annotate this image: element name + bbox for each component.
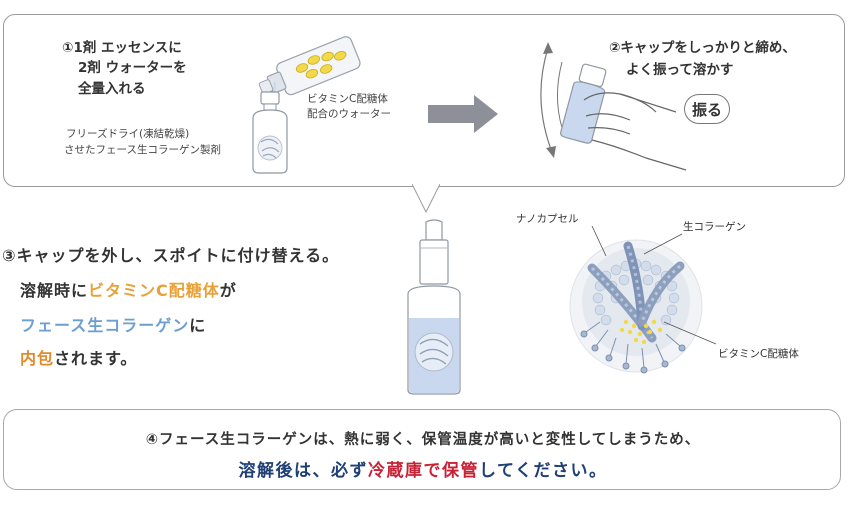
step3-instruction-line1: ③キャップを外し、スポイトに付け替える。 <box>2 246 340 265</box>
step3-line2-suffix: が <box>219 281 237 300</box>
step2-instruction-line2: よく振って溶かす <box>626 62 734 78</box>
step2-instruction-line1: ②キャップをしっかりと締め、 <box>609 40 796 56</box>
freeze-dried-note-line1: フリーズドライ(凍結乾燥) <box>66 128 190 140</box>
callout-tail <box>412 184 440 214</box>
step3-line4-suffix: されます。 <box>54 349 138 368</box>
freeze-dried-note-line2: させたフェース生コラーゲン製剤 <box>64 144 221 156</box>
step4-line2-suffix: してください。 <box>479 461 608 481</box>
step4-instruction-line2: 溶解後は、必ず冷蔵庫で保管してください。 <box>0 456 846 481</box>
step3-instruction-line2: 溶解時にビタミンC配糖体が <box>20 280 237 302</box>
step1-instruction-line2: 2剤 ウォーターを <box>78 60 187 76</box>
right-arrow-icon <box>428 95 498 133</box>
step3-instruction-line4: 内包されます。 <box>20 348 137 370</box>
water-label-line2: 配合のウォーター <box>307 108 391 120</box>
dropper-bottle-illustration <box>407 219 461 395</box>
nanocapsule-diagram <box>569 226 717 374</box>
step1-instruction-line3: 全量入れる <box>78 81 146 97</box>
step1-instruction-line1: ①1剤 エッセンスに <box>62 40 182 56</box>
step3-instruction-line3: フェース生コラーゲンに <box>20 315 206 337</box>
nanocapsule-label: ナノカプセル <box>516 213 579 225</box>
collagen-highlight: フェース生コラーゲン <box>20 316 190 335</box>
shake-button[interactable]: 振る <box>684 94 730 124</box>
vitamin-c-label: ビタミンC配糖体 <box>718 348 799 360</box>
encapsulation-highlight: 内包 <box>20 349 55 368</box>
shaking-illustration <box>540 42 687 171</box>
vitamin-c-highlight: ビタミンC配糖体 <box>88 281 220 300</box>
collagen-label: 生コラーゲン <box>683 221 746 233</box>
water-label-line1: ビタミンC配糖体 <box>307 93 388 105</box>
step4-line2-prefix: 溶解後は、必ず <box>238 461 368 481</box>
step3-line3-suffix: に <box>189 316 207 335</box>
step3-line2-prefix: 溶解時に <box>20 281 89 300</box>
refrigerate-highlight: 冷蔵庫で保管 <box>368 461 479 481</box>
step4-warning-panel <box>3 409 841 490</box>
step4-instruction-line1: ④フェース生コラーゲンは、熱に弱く、保管温度が高いと変性してしまうため、 <box>145 432 701 448</box>
pouring-illustration <box>252 36 361 174</box>
